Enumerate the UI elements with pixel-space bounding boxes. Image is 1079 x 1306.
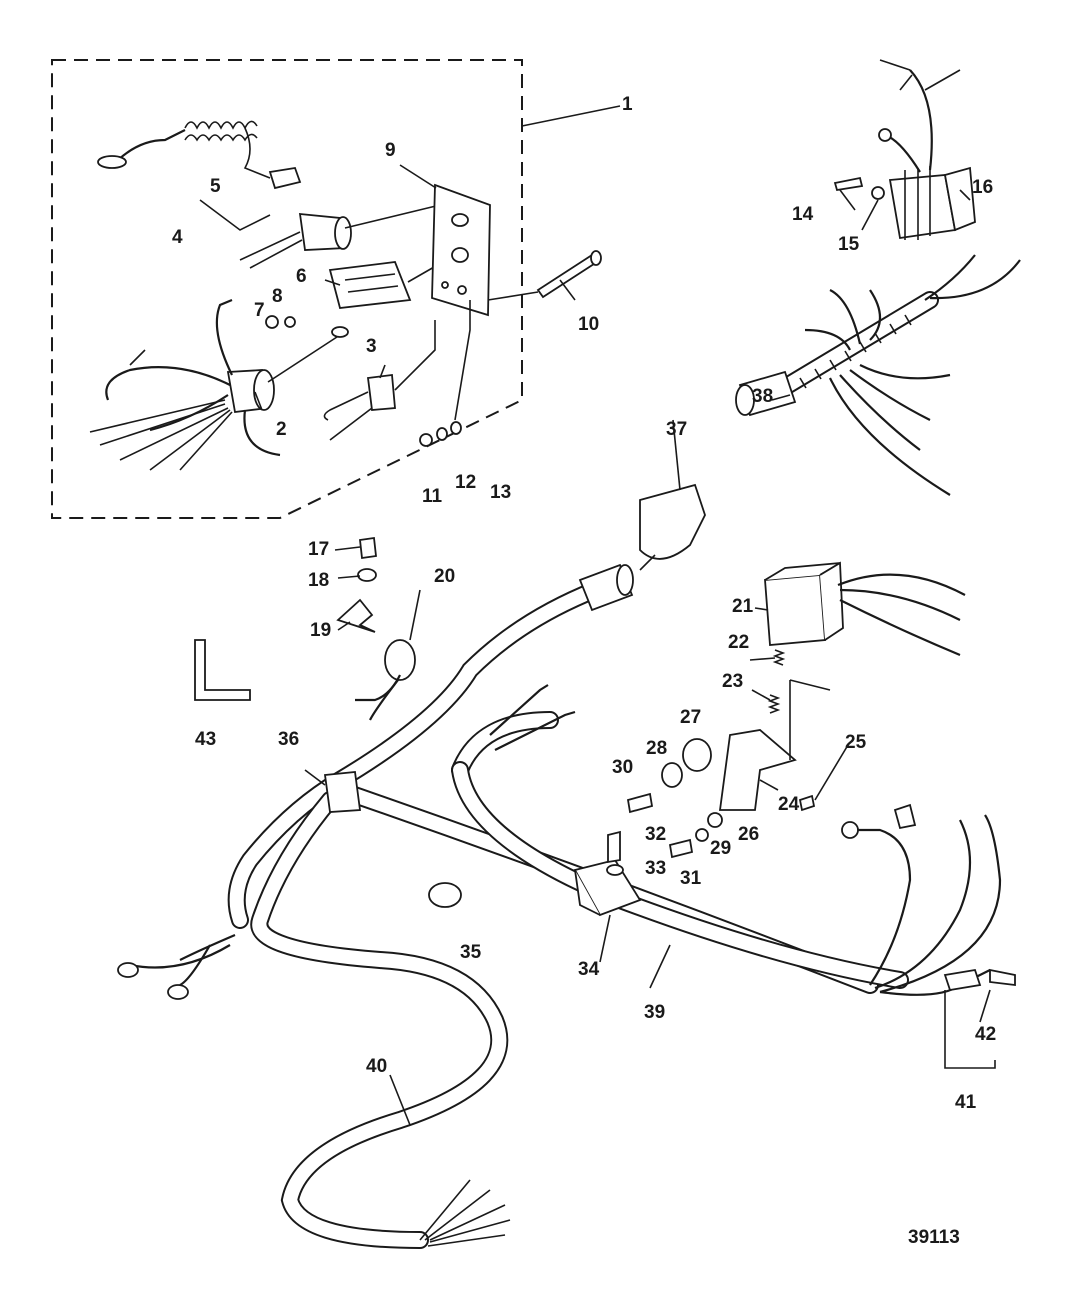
- callout-26: 26: [738, 824, 759, 845]
- callout-14: 14: [792, 204, 814, 225]
- callout-7: 7: [254, 300, 265, 321]
- callout-36: 36: [278, 729, 299, 750]
- callout-18: 18: [308, 570, 329, 591]
- bracket-34: [573, 858, 642, 917]
- callout-43: 43: [195, 729, 216, 750]
- callout-27: 27: [680, 707, 701, 728]
- callout-4: 4: [172, 227, 183, 248]
- screw-10: [487, 250, 602, 301]
- callout-6: 6: [296, 266, 307, 287]
- callout-15: 15: [838, 234, 860, 255]
- grommet-36: [323, 771, 362, 813]
- bracket-24: [718, 679, 831, 811]
- callout-22: 22: [728, 632, 749, 653]
- callout-1: 1: [622, 94, 633, 115]
- callout-40: 40: [366, 1056, 387, 1077]
- mounting-plate: [431, 183, 491, 421]
- callout-28: 28: [646, 738, 667, 759]
- harness-38: [735, 254, 1021, 496]
- callout-33: 33: [645, 858, 666, 879]
- plug-35: [428, 882, 462, 908]
- callout-25: 25: [845, 732, 867, 753]
- drawing-number: 39113: [908, 1227, 960, 1248]
- callout-30: 30: [612, 757, 633, 778]
- callout-21: 21: [732, 596, 754, 617]
- callout-5: 5: [210, 176, 221, 197]
- callout-8: 8: [272, 286, 283, 307]
- callout-34: 34: [578, 959, 600, 980]
- callout-3: 3: [366, 336, 377, 357]
- callout-20: 20: [434, 566, 455, 587]
- callout-39: 39: [644, 1002, 665, 1023]
- main-cable: [227, 563, 909, 1249]
- callout-2: 2: [276, 419, 287, 440]
- callout-29: 29: [710, 838, 731, 859]
- callout-38: 38: [752, 386, 773, 407]
- callout-35: 35: [460, 942, 482, 963]
- ignition-switch: [89, 298, 341, 471]
- callout-17: 17: [308, 539, 329, 560]
- callout-19: 19: [310, 620, 331, 641]
- lanyard-coil: [97, 120, 302, 190]
- callout-24: 24: [778, 794, 800, 815]
- callout-10: 10: [578, 314, 599, 335]
- callout-23: 23: [722, 671, 743, 692]
- stop-switch: [239, 204, 441, 269]
- callout-13: 13: [490, 482, 511, 503]
- bracket-37: [639, 483, 706, 571]
- callout-12: 12: [455, 472, 476, 493]
- callout-11: 11: [422, 486, 443, 507]
- choke-switch: [323, 320, 436, 441]
- callout-37: 37: [666, 419, 687, 440]
- callout-9: 9: [385, 140, 396, 161]
- callout-32: 32: [645, 824, 666, 845]
- callout-42: 42: [975, 1024, 996, 1045]
- solenoid: [764, 561, 966, 657]
- callout-31: 31: [680, 868, 702, 889]
- callout-41: 41: [955, 1092, 977, 1113]
- rectifier: [878, 59, 976, 240]
- callout-16: 16: [972, 177, 993, 198]
